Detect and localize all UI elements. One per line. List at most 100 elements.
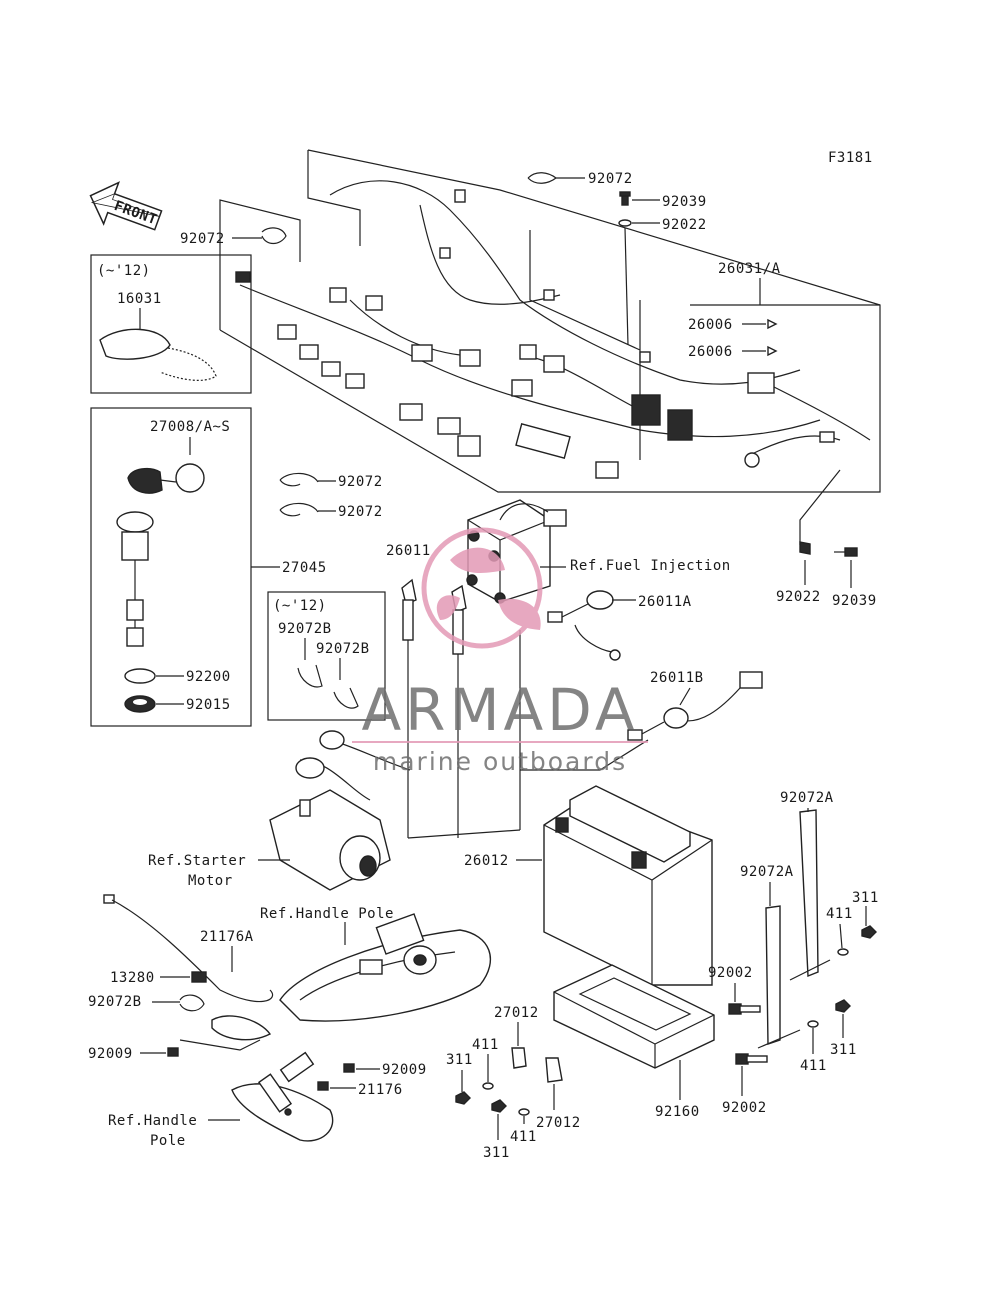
clamp-92072B-c — [179, 994, 205, 1012]
nut-311-b — [491, 1099, 507, 1113]
label-92015: 92015 — [186, 697, 231, 713]
clamp-92072B-a — [297, 664, 323, 688]
label-92072-mid-a: 92072 — [338, 474, 383, 490]
cable-26011A — [519, 590, 621, 830]
ref-handle-2-line2: Pole — [150, 1133, 186, 1149]
label-311-d: 311 — [446, 1052, 473, 1068]
battery-26012 — [543, 785, 713, 986]
label-92022-right: 92022 — [776, 589, 821, 605]
bolt-92002-a — [728, 1003, 761, 1015]
label-411-c: 411 — [510, 1129, 537, 1145]
label-92072B-b: 92072B — [316, 641, 370, 657]
clamp-92072-mid-b — [279, 502, 319, 517]
label-411-b: 411 — [472, 1037, 499, 1053]
watermark-tagline: marine outboards — [373, 747, 627, 776]
label-26011A: 26011A — [638, 594, 692, 610]
box-92072B — [267, 591, 386, 721]
label-27045: 27045 — [282, 560, 327, 576]
label-92039-top: 92039 — [662, 194, 707, 210]
oring-92200 — [124, 668, 156, 684]
box-16031 — [90, 254, 252, 394]
clip-21176 — [317, 1081, 329, 1091]
label-27012-a: 27012 — [494, 1005, 539, 1021]
label-27012-b: 27012 — [536, 1115, 581, 1131]
label-92022-top: 92022 — [662, 217, 707, 233]
label-92200: 92200 — [186, 669, 231, 685]
clamp-92072-left — [261, 227, 287, 245]
label-92072A-b: 92072A — [740, 864, 794, 880]
main-wiring-harness — [235, 180, 871, 479]
label-21176A: 21176A — [200, 929, 254, 945]
label-26006-a: 26006 — [688, 317, 733, 333]
watermark-brand: ARMADA — [361, 676, 638, 744]
label-92009-b: 92009 — [382, 1062, 427, 1078]
clamp-92072-top — [527, 172, 558, 184]
clamp-92072B-b — [333, 687, 359, 709]
switch-27008 — [127, 463, 205, 494]
label-26012: 26012 — [464, 853, 509, 869]
label-26011: 26011 — [386, 543, 431, 559]
cable-26011 — [401, 578, 521, 839]
screw-92009-a — [167, 1047, 179, 1057]
label-92160: 92160 — [655, 1104, 700, 1120]
label-21176: 21176 — [358, 1082, 403, 1098]
armada-logo-icon — [421, 527, 543, 649]
sensor-21176A — [103, 894, 274, 1003]
label-92002-b: 92002 — [722, 1100, 767, 1116]
ref-starter-line2: Motor — [188, 873, 233, 889]
label-311-b: 311 — [483, 1145, 510, 1161]
front-arrow-icon: FRONT — [89, 181, 163, 231]
washer-411-a — [837, 948, 849, 956]
harness-frame — [219, 149, 881, 493]
note-12-b: (~'12) — [273, 598, 327, 614]
label-311-a: 311 — [852, 890, 879, 906]
washer-411-d — [807, 1020, 819, 1028]
battery-tray-92160 — [553, 964, 715, 1069]
handle-arm — [231, 1051, 334, 1142]
label-26011B: 26011B — [650, 670, 704, 686]
note-12-a: (~'12) — [97, 263, 151, 279]
washer-411-c — [518, 1108, 530, 1116]
figure-code: F3181 — [828, 150, 873, 166]
label-92072B-c: 92072B — [88, 994, 142, 1010]
label-411-a: 411 — [826, 906, 853, 922]
label-26006-b: 26006 — [688, 344, 733, 360]
washer-411-b — [482, 1082, 494, 1090]
nut-311-c — [835, 999, 851, 1013]
screw-92039-top — [619, 191, 631, 206]
switch-assembly-27045 — [116, 511, 154, 647]
label-92072B-a: 92072B — [278, 621, 332, 637]
bracket-lower — [211, 1015, 272, 1041]
handle-pole-plate — [279, 913, 491, 1022]
label-92072A-a: 92072A — [780, 790, 834, 806]
bracket-27012-b — [545, 1057, 563, 1083]
armada-watermark: ARMADA marine outboards — [352, 527, 648, 776]
label-92002-a: 92002 — [708, 965, 753, 981]
bolt-92002-b — [735, 1053, 768, 1065]
ref-starter-line1: Ref.Starter — [148, 853, 246, 869]
nut-311-d — [455, 1091, 471, 1105]
clip-26006-b — [767, 345, 778, 357]
ref-fuel-injection: Ref.Fuel Injection — [570, 558, 731, 574]
label-92072-left: 92072 — [180, 231, 225, 247]
strap-92072A-a — [789, 809, 831, 981]
clip-26006-a — [767, 318, 778, 330]
starter-motor — [269, 730, 411, 891]
label-27008: 27008/A~S — [150, 419, 230, 435]
label-16031: 16031 — [117, 291, 162, 307]
label-411-d: 411 — [800, 1058, 827, 1074]
clip-13280 — [191, 971, 207, 983]
label-26031: 26031/A — [718, 261, 781, 277]
washer-92022-right — [799, 541, 811, 555]
label-92072-mid-b: 92072 — [338, 504, 383, 520]
label-13280: 13280 — [110, 970, 155, 986]
cap-16031 — [99, 328, 217, 381]
ref-handle-2-line1: Ref.Handle — [108, 1113, 197, 1129]
washer-92022-top — [618, 219, 632, 227]
label-311-c: 311 — [830, 1042, 857, 1058]
strap-92072A-b — [757, 905, 801, 1049]
label-92072-top: 92072 — [588, 171, 633, 187]
screw-92039-right — [834, 547, 858, 557]
label-92039-right: 92039 — [832, 593, 877, 609]
